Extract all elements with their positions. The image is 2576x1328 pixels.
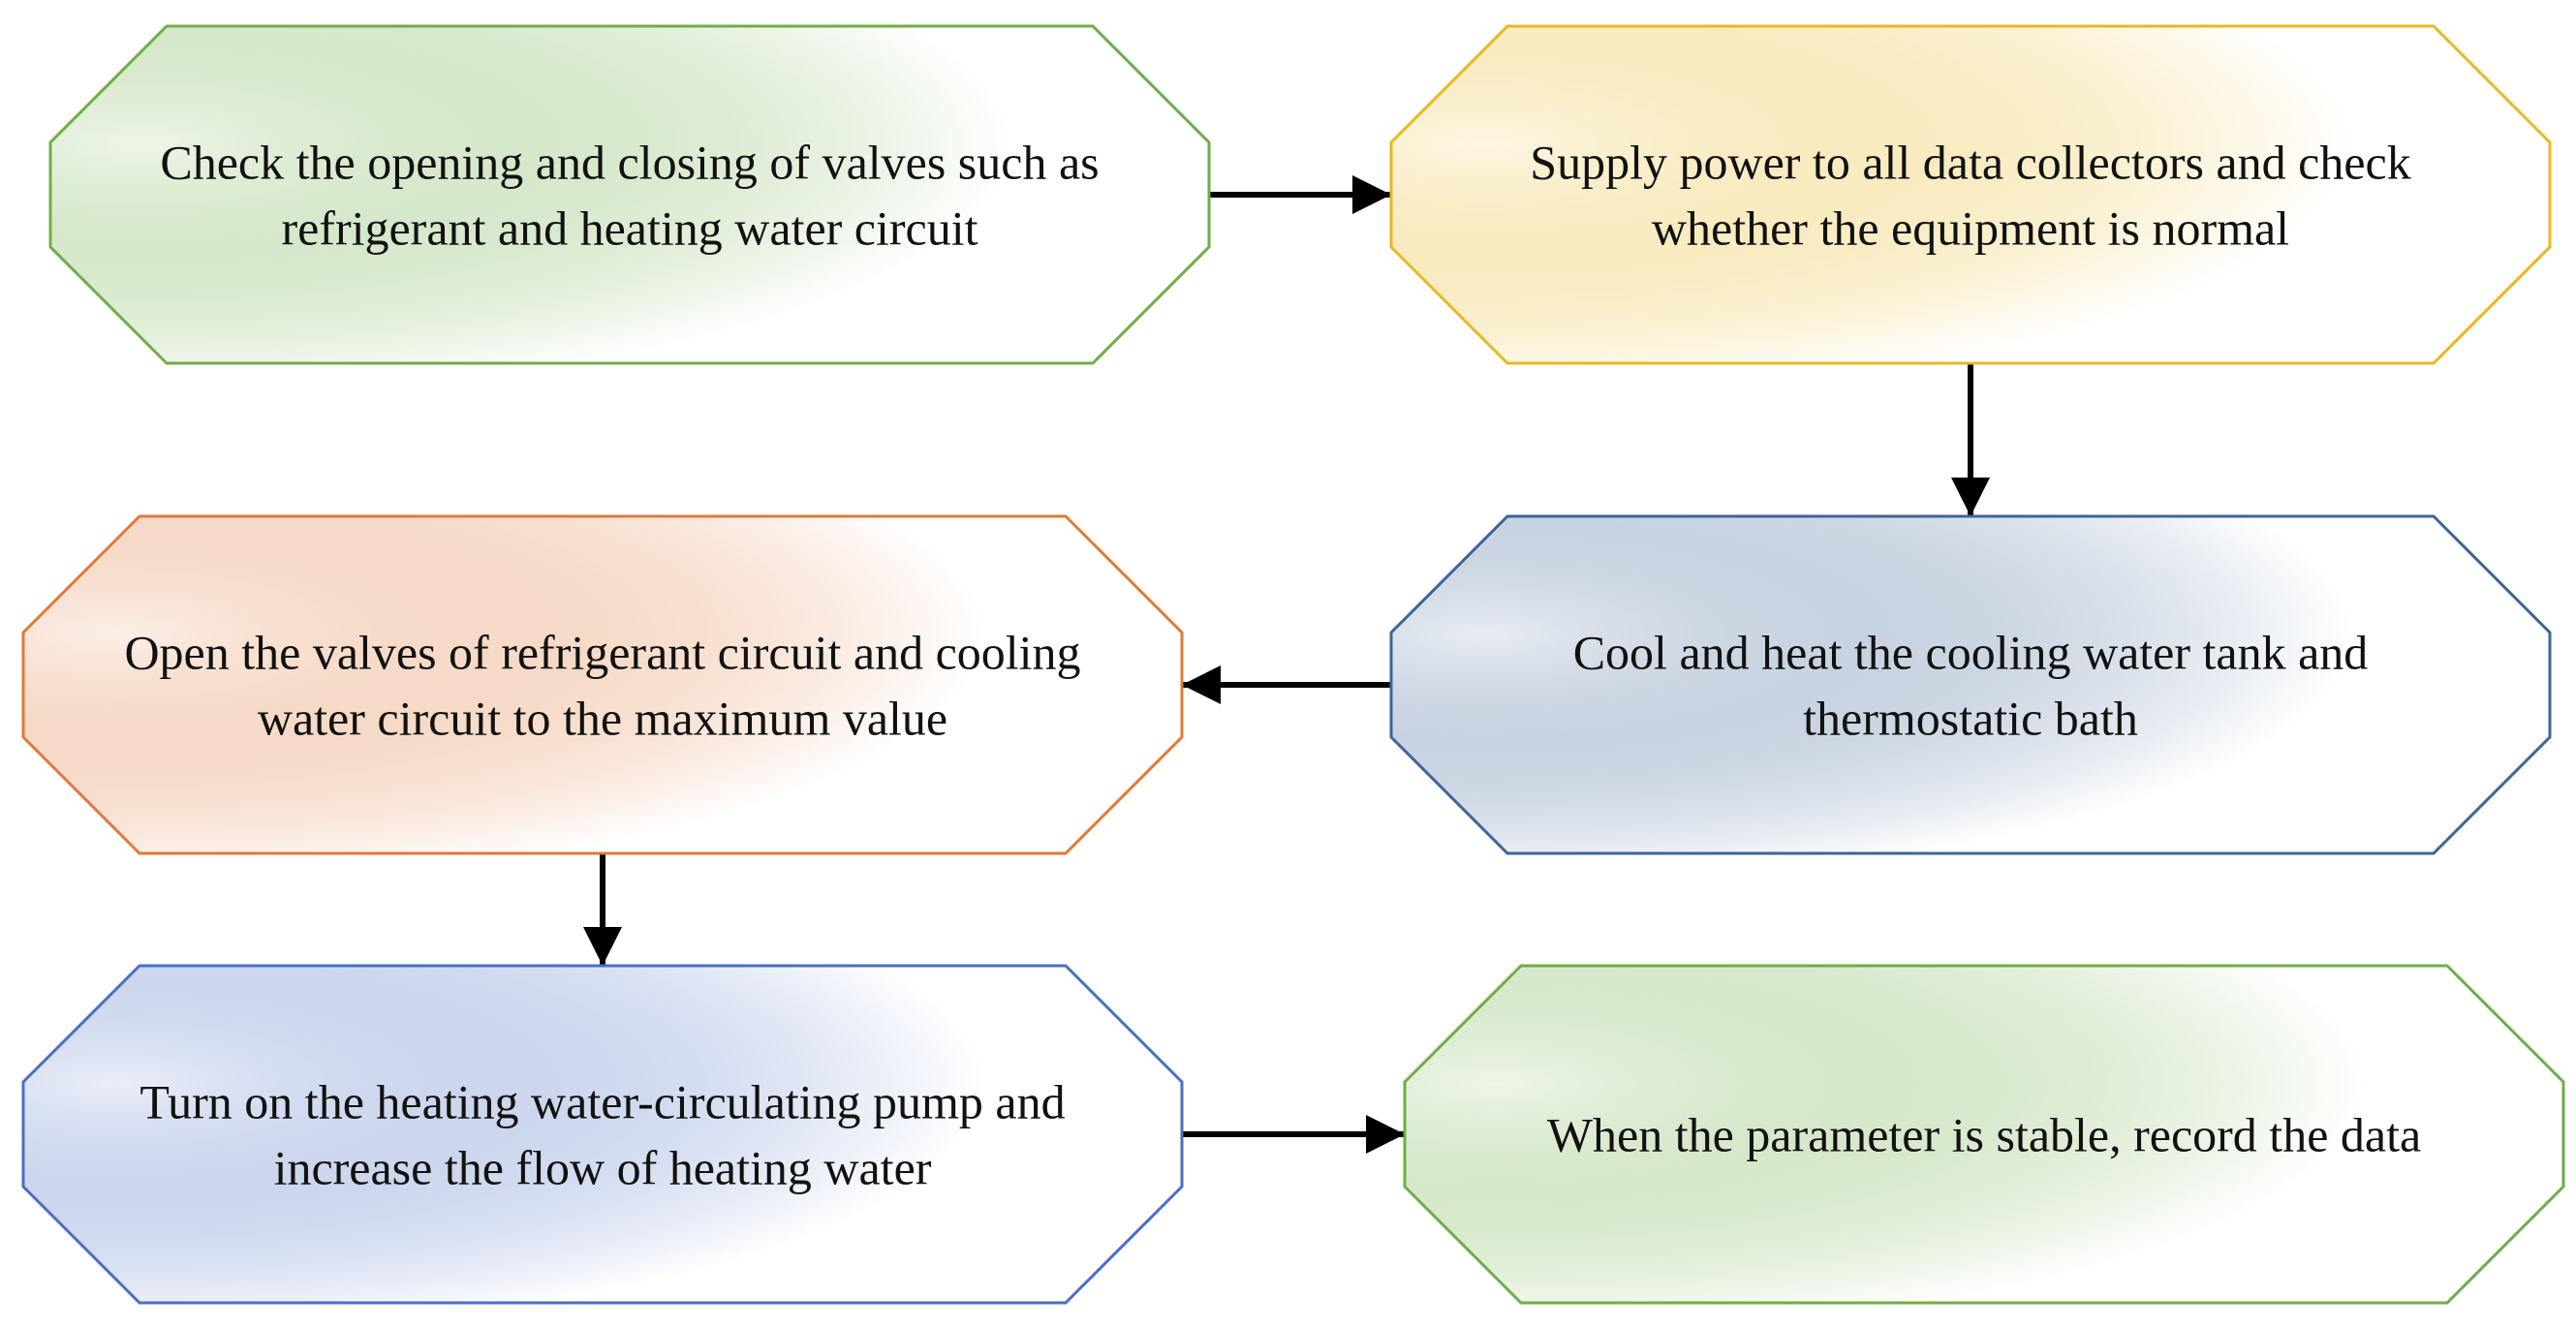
step-label-line: thermostatic bath	[1803, 692, 2138, 746]
step-label-line: Open the valves of refrigerant circuit a…	[124, 626, 1080, 680]
step-node-record-data: When the parameter is stable, record the…	[1403, 964, 2565, 1305]
step-label-line: Cool and heat the cooling water tank and	[1573, 626, 2369, 680]
step-shape	[1389, 514, 2552, 855]
step-label-line: Turn on the heating water-circulating pu…	[140, 1075, 1065, 1129]
step-shape	[1403, 964, 2565, 1305]
step-label-line: Supply power to all data collectors and …	[1530, 136, 2410, 190]
step-label-line: refrigerant and heating water circuit	[281, 201, 978, 256]
step-node-turn-on-pump: Turn on the heating water-circulating pu…	[21, 964, 1184, 1305]
step-label-line: When the parameter is stable, record the…	[1547, 1108, 2421, 1162]
step-label-line: increase the flow of heating water	[274, 1141, 932, 1195]
step-shape	[48, 24, 1211, 365]
step-shape	[1389, 24, 2552, 365]
step-shape	[21, 514, 1184, 855]
step-label-line: whether the equipment is normal	[1652, 201, 2289, 256]
step-node-open-valves: Open the valves of refrigerant circuit a…	[21, 514, 1184, 855]
step-node-cool-heat: Cool and heat the cooling water tank and…	[1389, 514, 2552, 855]
step-label-line: Check the opening and closing of valves …	[160, 136, 1099, 190]
step-shape	[21, 964, 1184, 1305]
step-node-check-valves: Check the opening and closing of valves …	[48, 24, 1211, 365]
step-node-supply-power: Supply power to all data collectors and …	[1389, 24, 2552, 365]
step-label-line: water circuit to the maximum value	[258, 692, 947, 746]
